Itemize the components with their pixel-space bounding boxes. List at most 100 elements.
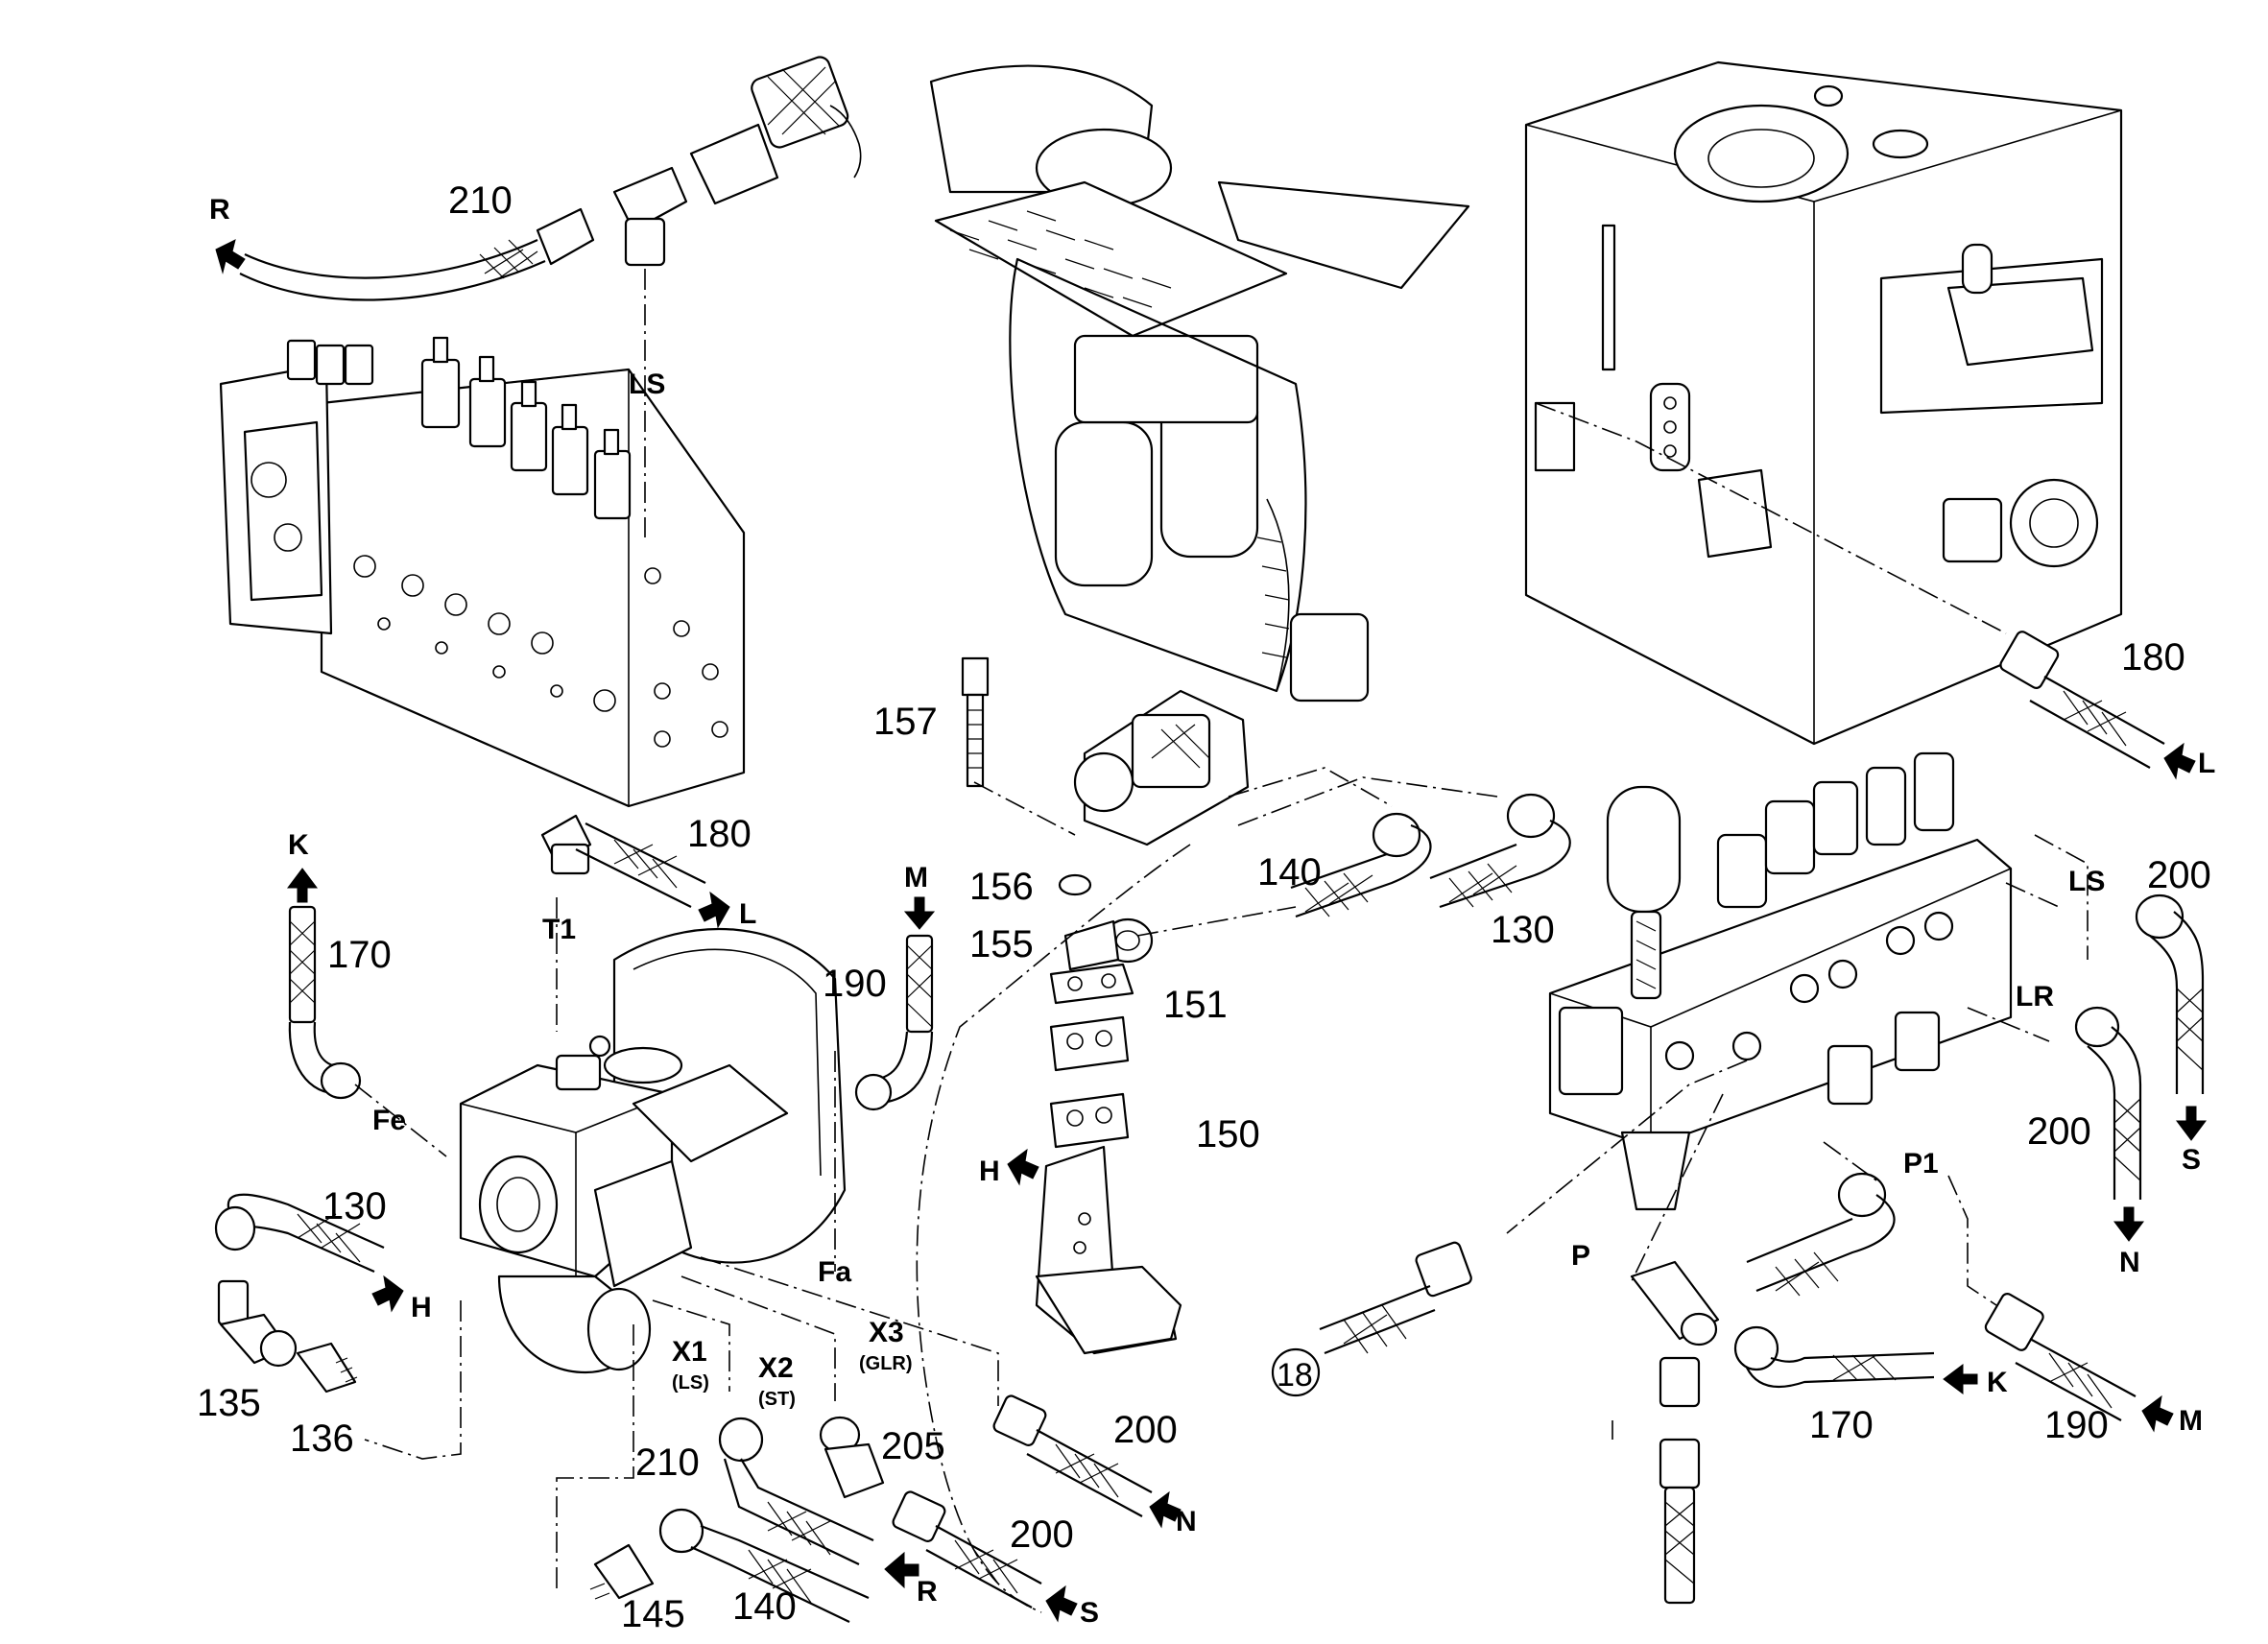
port-x3: X3 [869,1317,904,1348]
hose-130-left [214,1193,385,1274]
num-18-circled: 18 [1277,1357,1313,1394]
arrow-s-right [2176,1106,2207,1141]
hose-210-bottom [718,1417,874,1565]
num-180-left: 180 [687,813,752,855]
port-ls-top: LS [629,369,665,400]
tee-fitting-p [1630,1260,1720,1605]
port-k-right: K [1987,1367,2008,1398]
hose-190-mid [854,934,934,1111]
engine-assembly [929,64,1470,703]
port-m-right: M [2179,1405,2203,1437]
port-h-left: H [411,1292,432,1323]
num-150: 150 [1196,1113,1260,1156]
hose-140-mid [1290,812,1432,918]
hose-200-right-top [2135,893,2205,1094]
direction-arrows [215,239,2207,1623]
port-l-left: L [739,898,756,930]
hose-p1 [1746,1172,1896,1297]
port-x1: X1 [672,1336,707,1368]
port-x3-sub: (GLR) [859,1353,913,1374]
valve-manifold [1548,751,2013,1211]
hose-200-bottom [892,1490,1042,1608]
washer-156 [1058,873,1092,896]
arrow-n-right [2113,1206,2144,1242]
clamp-151 [1049,963,1134,1005]
num-205: 205 [881,1425,945,1467]
num-180-right: 180 [2121,636,2185,679]
part-number-labels: 210 180 170 190 130 135 136 145 140 210 … [197,179,2211,1635]
hose-200-right-mid [2074,1006,2142,1200]
num-145: 145 [621,1593,685,1635]
hose-18 [1319,1241,1472,1355]
hose-180-right [1999,631,2165,769]
num-200-right-mid: 200 [2027,1110,2091,1153]
tee-fitting-top [612,56,862,267]
pump-bracket [1035,1145,1182,1355]
num-200-mid: 200 [1113,1409,1178,1451]
port-h-mid: H [979,1156,1000,1187]
port-k-left: K [288,829,309,861]
fitting-145 [589,1543,655,1600]
num-156: 156 [969,866,1034,908]
port-p: P [1571,1240,1590,1272]
num-190-right: 190 [2044,1404,2109,1446]
hose-210-top [239,207,595,301]
port-s-bottom: S [1080,1597,1099,1629]
port-l-right: L [2198,748,2215,779]
hose-130-mid [1429,793,1571,909]
num-151: 151 [1163,984,1228,1026]
hose-190-right [1984,1293,2137,1421]
port-fe: Fe [372,1105,406,1136]
num-130-left: 130 [322,1185,387,1227]
num-200-bottom: 200 [1010,1513,1074,1556]
valve-port-holes [353,555,728,748]
grommet-155 [1063,917,1154,971]
arrow-k-right [1943,1364,1978,1394]
hose-170-right [1733,1325,1935,1389]
bolt-157 [961,656,990,788]
port-p1: P1 [1903,1148,1939,1179]
num-155: 155 [969,923,1034,965]
port-s-right: S [2182,1144,2201,1176]
num-200-right-top: 200 [2147,854,2211,896]
port-fa: Fa [818,1256,851,1288]
arrow-h-mid [1007,1148,1039,1186]
hose-170-left [288,905,362,1100]
port-x2: X2 [758,1352,794,1384]
arrow-k-left [287,868,318,903]
port-n-mid: N [1176,1506,1197,1537]
port-labels: R LS K L T1 M Fe H Fa X1 (LS) X2 (ST) X3… [209,194,2215,1629]
num-157: 157 [873,701,938,743]
num-140-bottom: 140 [732,1585,797,1628]
variable-pump [459,927,847,1374]
port-x2-sub: (ST) [758,1389,796,1410]
port-r-top: R [209,194,230,226]
num-170-left: 170 [327,934,392,976]
arrow-m-mid [903,896,936,930]
arrow-m-right [2141,1394,2174,1433]
port-m-mid: M [904,862,928,893]
num-210-bottom: 210 [635,1441,700,1484]
hose-200-mid [992,1394,1153,1517]
arrow-r-top [215,239,246,274]
arrow-h-left [371,1275,404,1313]
port-r-bottom: R [917,1576,938,1608]
arrow-l-right [2163,742,2196,780]
control-valve-block [219,336,746,808]
num-170-right: 170 [1809,1404,1874,1446]
arrow-n-mid [1149,1490,1182,1529]
hydraulic-tank [1524,60,2123,746]
num-130-mid: 130 [1491,909,1555,951]
arrow-l-left [698,891,730,929]
arrow-r-bottom [884,1551,919,1589]
clamp-150 [1049,1015,1130,1149]
circled-18-ring [1271,1347,1321,1397]
port-n-right: N [2119,1247,2140,1278]
valve-spools [286,336,632,520]
fitting-135 [217,1279,298,1368]
num-210-top: 210 [448,179,513,222]
num-140-mid: 140 [1257,851,1322,893]
num-136: 136 [290,1418,354,1460]
hose-180-left [540,814,706,908]
